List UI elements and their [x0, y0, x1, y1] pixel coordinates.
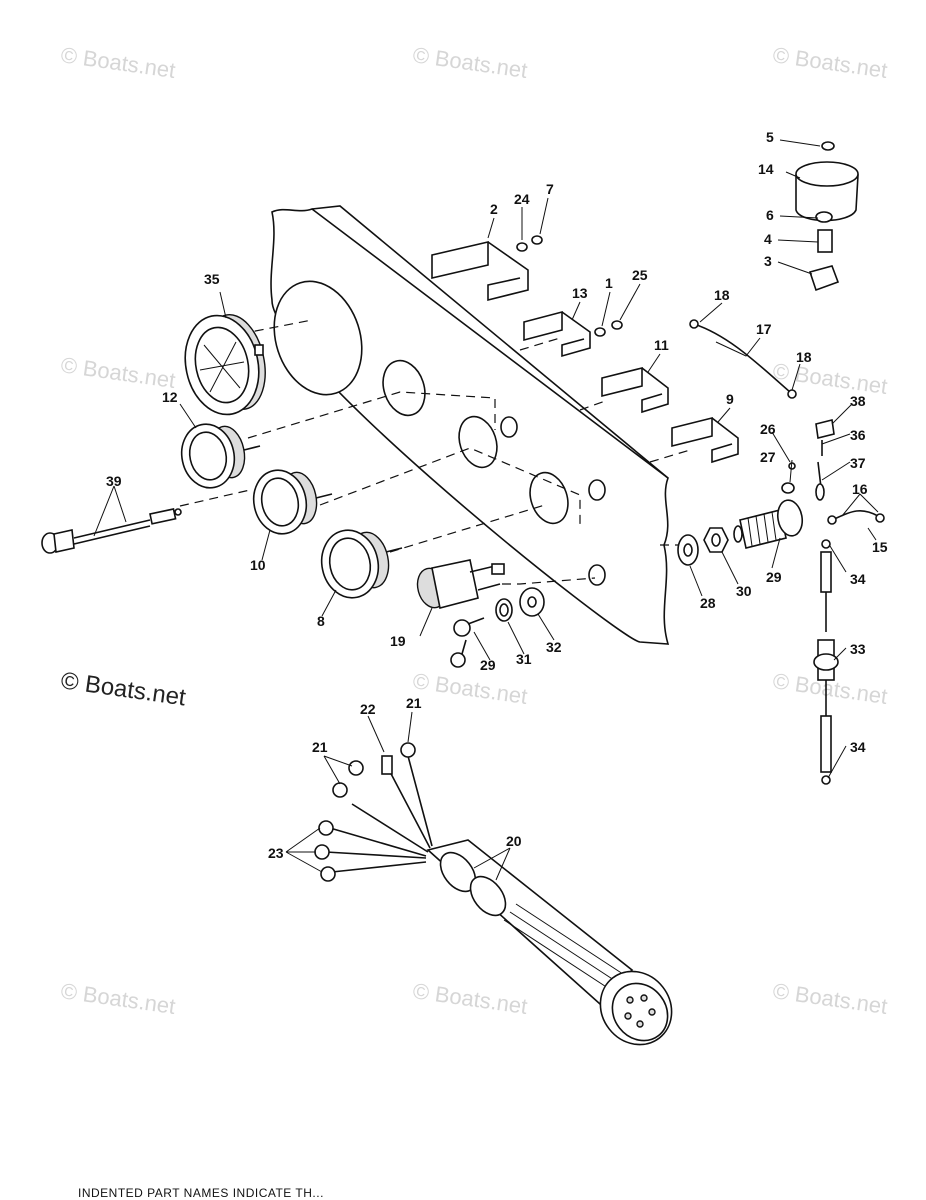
- gauge-large: [184, 313, 266, 416]
- watermark: © Boats.net: [411, 978, 529, 1019]
- watermark-featured: © Boats.net: [59, 667, 188, 711]
- watermark: © Boats.net: [59, 352, 177, 393]
- callout-34-lower: 34: [850, 739, 866, 755]
- callout-36: 36: [850, 427, 866, 443]
- callout-8: 8: [317, 613, 325, 629]
- gauge-small-10: [252, 469, 333, 535]
- threaded-switch: [733, 499, 804, 549]
- callout-33: 33: [850, 641, 866, 657]
- callout-3: 3: [764, 253, 772, 269]
- callout-30: 30: [736, 583, 752, 599]
- callout-28: 28: [700, 595, 716, 611]
- callouts: 1 2 3 4 5 6 7 8 9 10 11 12 13 14 15 16 1…: [106, 129, 888, 861]
- callout-16: 16: [852, 481, 868, 497]
- callout-9: 9: [726, 391, 734, 407]
- callout-34-upper: 34: [850, 571, 866, 587]
- callout-13: 13: [572, 285, 588, 301]
- instrument-panel: [270, 205, 670, 645]
- alignment-lines: [179, 319, 691, 585]
- fuse-holder: [813, 539, 839, 785]
- callout-24: 24: [514, 191, 530, 207]
- callout-29-key: 29: [480, 657, 496, 673]
- watermark: © Boats.net: [771, 42, 889, 83]
- hardware-washers: [495, 527, 729, 622]
- gauge-small-8: [320, 529, 403, 599]
- leader-lines: [93, 139, 879, 881]
- watermark: © Boats.net: [59, 42, 177, 83]
- callout-20: 20: [506, 833, 522, 849]
- callout-11: 11: [654, 337, 669, 353]
- watermark: © Boats.net: [411, 42, 529, 83]
- callout-21-right: 21: [406, 695, 422, 711]
- callout-23: 23: [268, 845, 284, 861]
- gauge-small-12: [180, 423, 261, 489]
- small-nuts: [516, 235, 796, 494]
- callout-37: 37: [850, 455, 866, 471]
- callout-25: 25: [632, 267, 648, 283]
- callout-22: 22: [360, 701, 376, 717]
- callout-39: 39: [106, 473, 122, 489]
- callout-2: 2: [490, 201, 498, 217]
- wiring-harness: [314, 742, 673, 1046]
- watermark: © Boats.net: [411, 668, 529, 709]
- callout-4: 4: [764, 231, 772, 247]
- callout-5: 5: [766, 129, 774, 145]
- callout-12: 12: [162, 389, 178, 405]
- watermark: © Boats.net: [771, 978, 889, 1019]
- watermark: © Boats.net: [59, 978, 177, 1019]
- callout-18-upper: 18: [714, 287, 730, 303]
- footer-note: INDENTED PART NAMES INDICATE TH...: [78, 1186, 324, 1200]
- callout-35: 35: [204, 271, 220, 287]
- callout-7: 7: [546, 181, 554, 197]
- callout-10: 10: [250, 557, 266, 573]
- cable-39: [41, 508, 182, 554]
- callout-18-lower: 18: [796, 349, 812, 365]
- callout-31: 31: [516, 651, 532, 667]
- callout-19: 19: [390, 633, 406, 649]
- callout-38: 38: [850, 393, 866, 409]
- callout-21-left: 21: [312, 739, 328, 755]
- mounting-brackets: [431, 240, 739, 464]
- terminal-parts: [815, 419, 885, 525]
- callout-1: 1: [605, 275, 613, 291]
- callout-17: 17: [756, 321, 772, 337]
- callout-6: 6: [766, 207, 774, 223]
- callout-14: 14: [758, 161, 774, 177]
- callout-29-switch: 29: [766, 569, 782, 585]
- horn-assembly: [795, 141, 859, 292]
- callout-32: 32: [546, 639, 562, 655]
- callout-27: 27: [760, 449, 776, 465]
- ignition-switch: [416, 559, 505, 668]
- callout-15: 15: [872, 539, 888, 555]
- callout-26: 26: [760, 421, 776, 437]
